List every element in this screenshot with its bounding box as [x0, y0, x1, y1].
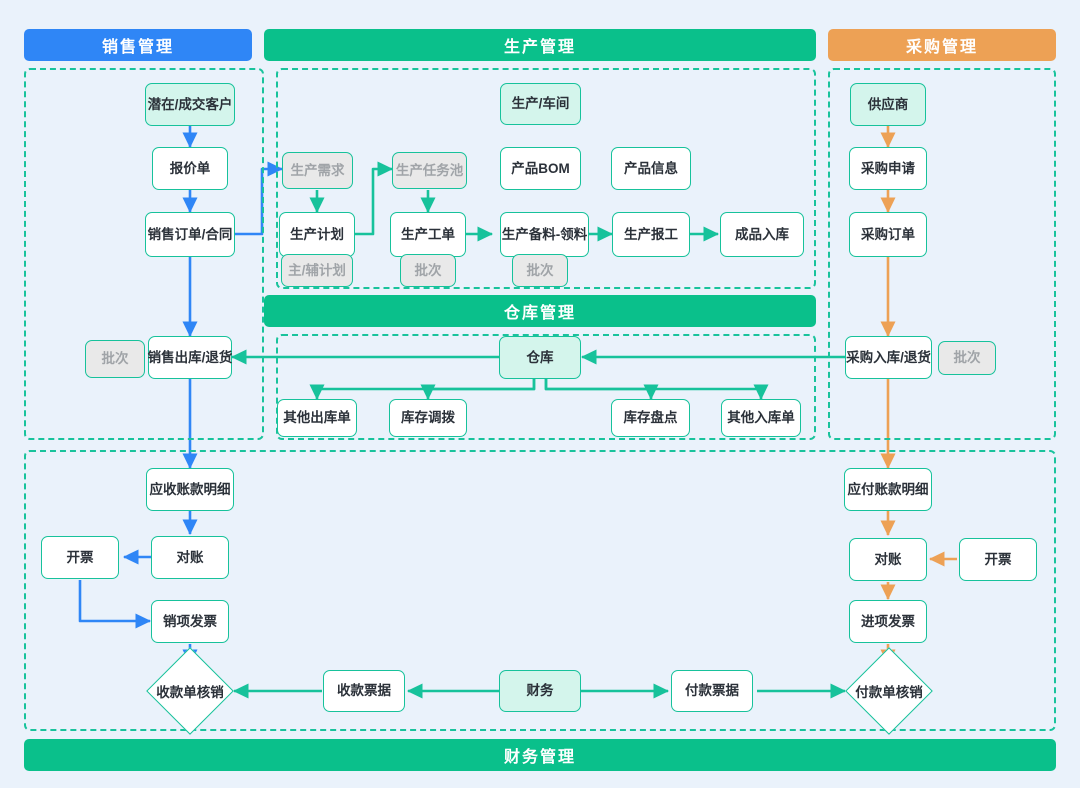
node-input-invoice[interactable]: 进项发票	[849, 600, 927, 643]
node-label: 销项发票	[163, 613, 217, 629]
node-label: 库存调拨	[401, 410, 455, 426]
node-warehouse[interactable]: 仓库	[499, 336, 581, 379]
node-sales-order[interactable]: 销售订单/合同	[145, 212, 235, 257]
node-receipt-writeoff[interactable]: 收款单核销	[137, 647, 243, 735]
node-label: 批次	[953, 350, 981, 366]
node-ar-reconciliation[interactable]: 对账	[151, 536, 229, 579]
node-production-picking[interactable]: 生产备料-领料	[500, 212, 589, 257]
node-sales-invoice[interactable]: 销项发票	[151, 600, 229, 643]
node-label: 批次	[414, 262, 442, 278]
node-label: 收款票据	[337, 683, 391, 699]
node-label: 供应商	[867, 96, 909, 112]
node-label: 主/辅计划	[288, 262, 346, 278]
node-label: 应收账款明细	[149, 481, 231, 497]
node-production-plan[interactable]: 生产计划	[279, 212, 355, 257]
node-label: 生产备料-领料	[501, 226, 588, 242]
diamond-shape	[146, 647, 234, 735]
node-finance[interactable]: 财务	[499, 670, 581, 712]
section-title-production: 生产管理	[503, 39, 576, 56]
frame-finance	[24, 450, 1056, 731]
node-label: 仓库	[526, 349, 554, 365]
section-title-warehouse: 仓库管理	[503, 305, 576, 322]
node-label: 报价单	[169, 160, 211, 176]
node-inventory-transfer[interactable]: 库存调拨	[389, 399, 467, 437]
node-purchase-request[interactable]: 采购申请	[849, 147, 927, 190]
node-payment-writeoff[interactable]: 付款单核销	[836, 647, 942, 735]
node-other-outbound[interactable]: 其他出库单	[277, 399, 357, 437]
node-sales-outbound-return[interactable]: 销售出库/退货	[148, 336, 232, 379]
node-ap-reconciliation[interactable]: 对账	[849, 538, 927, 581]
node-label: 生产工单	[401, 226, 455, 242]
section-header-finance: 财务管理	[24, 739, 1056, 771]
node-inventory-count[interactable]: 库存盘点	[611, 399, 690, 437]
frame-production	[276, 68, 816, 289]
node-label: 其他入库单	[727, 410, 795, 426]
node-label: 其他出库单	[283, 410, 351, 426]
node-label: 产品信息	[624, 160, 678, 176]
node-label: 生产报工	[624, 226, 678, 242]
node-label: 进项发票	[861, 613, 915, 629]
node-purchase-batch[interactable]: 批次	[938, 341, 996, 375]
node-label: 应付账款明细	[847, 481, 929, 497]
node-sales-batch[interactable]: 批次	[85, 340, 145, 378]
node-label: 开票	[66, 549, 94, 565]
node-label: 产品BOM	[511, 160, 570, 176]
node-label: 对账	[874, 551, 902, 567]
node-finished-goods-inbound[interactable]: 成品入库	[720, 212, 804, 257]
node-label: 批次	[526, 262, 554, 278]
section-header-warehouse: 仓库管理	[264, 295, 816, 327]
node-purchase-order[interactable]: 采购订单	[849, 212, 927, 257]
node-label: 生产/车间	[511, 96, 570, 112]
frame-purchase	[828, 68, 1056, 440]
node-supplier[interactable]: 供应商	[850, 83, 926, 126]
node-label: 采购申请	[861, 160, 915, 176]
node-ar-detail[interactable]: 应收账款明细	[146, 468, 234, 511]
node-potential-customer[interactable]: 潜在/成交客户	[145, 83, 235, 126]
node-purchase-inbound-return[interactable]: 采购入库/退货	[845, 336, 932, 379]
diamond-shape	[845, 647, 933, 735]
node-label: 销售订单/合同	[147, 226, 233, 242]
node-label: 付款票据	[685, 683, 739, 699]
node-label: 对账	[176, 549, 204, 565]
node-label: 销售出库/退货	[147, 349, 233, 365]
section-title-purchase: 采购管理	[905, 39, 978, 56]
node-quotation[interactable]: 报价单	[152, 147, 228, 190]
node-label: 财务	[526, 683, 554, 699]
section-title-finance: 财务管理	[503, 749, 576, 766]
node-other-inbound[interactable]: 其他入库单	[721, 399, 801, 437]
node-production-task-pool[interactable]: 生产任务池	[392, 152, 467, 189]
node-product-bom[interactable]: 产品BOM	[500, 147, 581, 190]
node-picking-batch[interactable]: 批次	[512, 254, 568, 287]
node-label: 采购订单	[861, 226, 915, 242]
node-ar-invoicing[interactable]: 开票	[41, 536, 119, 579]
node-production-reporting[interactable]: 生产报工	[612, 212, 690, 257]
node-receipt-document[interactable]: 收款票据	[323, 670, 405, 712]
node-ap-detail[interactable]: 应付账款明细	[844, 468, 932, 511]
node-label: 批次	[101, 351, 129, 367]
node-production-workshop[interactable]: 生产/车间	[500, 83, 581, 125]
frame-sales	[24, 68, 264, 440]
section-header-production: 生产管理	[264, 29, 816, 61]
node-label: 生产需求	[290, 162, 345, 178]
node-product-info[interactable]: 产品信息	[611, 147, 691, 190]
node-label: 采购入库/退货	[846, 349, 931, 365]
node-payment-document[interactable]: 付款票据	[671, 670, 753, 712]
node-production-demand[interactable]: 生产需求	[282, 152, 353, 189]
frame-warehouse	[276, 334, 816, 440]
node-work-order-batch[interactable]: 批次	[400, 254, 456, 287]
node-ap-invoicing[interactable]: 开票	[959, 538, 1037, 581]
node-label: 开票	[984, 551, 1012, 567]
node-label: 潜在/成交客户	[147, 96, 233, 112]
section-header-purchase: 采购管理	[828, 29, 1056, 61]
section-title-sales: 销售管理	[101, 39, 174, 56]
section-header-sales: 销售管理	[24, 29, 252, 61]
node-production-plan-subtype[interactable]: 主/辅计划	[281, 254, 353, 287]
node-label: 成品入库	[735, 226, 789, 242]
node-production-work-order[interactable]: 生产工单	[390, 212, 466, 257]
node-label: 库存盘点	[623, 410, 678, 426]
node-label: 生产任务池	[395, 162, 464, 178]
node-label: 生产计划	[290, 226, 344, 242]
